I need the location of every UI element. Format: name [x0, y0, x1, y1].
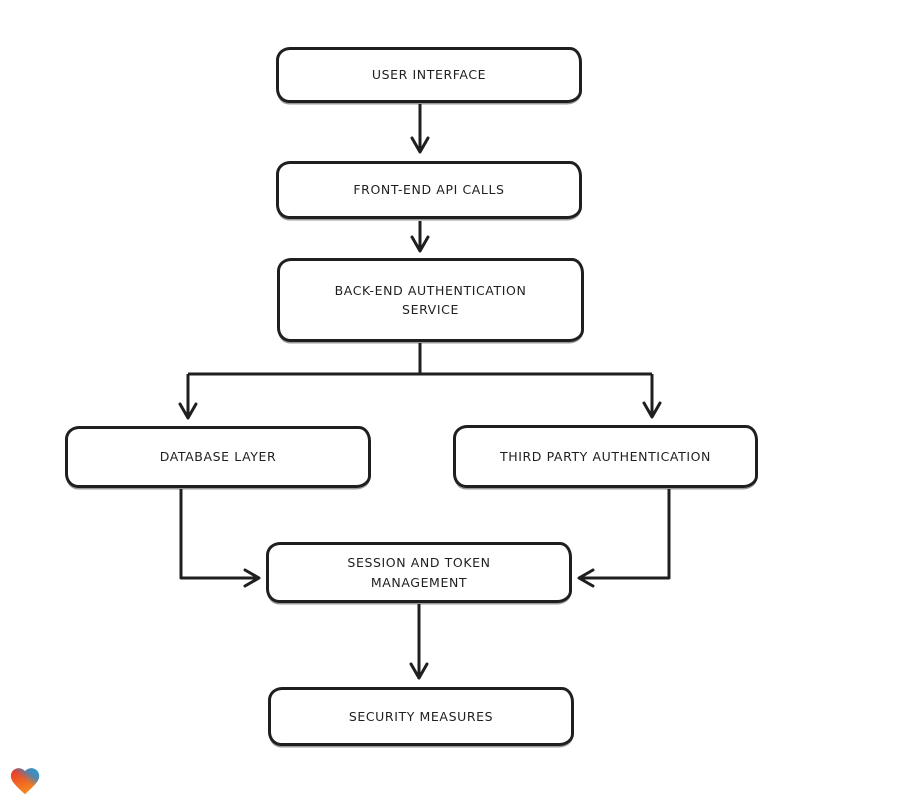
- edge-third-party-to-session: [577, 489, 671, 588]
- node-third-party-authentication-label: THIRD PARTY AUTHENTICATION: [499, 448, 712, 464]
- node-security-measures[interactable]: SECURITY MEASURES: [268, 687, 574, 746]
- node-database-layer-label: DATABASE LAYER: [159, 449, 277, 465]
- node-front-end-api-calls-label: FRONT-END API CALLS: [353, 182, 505, 198]
- node-back-end-authentication-service-label: BACK-END AUTHENTICATION SERVICE: [334, 282, 527, 317]
- eraser-heart-logo[interactable]: [8, 763, 42, 799]
- node-security-measures-label: SECURITY MEASURES: [348, 708, 494, 724]
- edge-back-end-branch-trunk: [188, 343, 652, 376]
- node-database-layer[interactable]: DATABASE LAYER: [65, 426, 371, 488]
- node-user-interface[interactable]: USER INTERFACE: [276, 47, 582, 103]
- node-third-party-authentication[interactable]: THIRD PARTY AUTHENTICATION: [453, 425, 758, 488]
- node-session-and-token-management-label: SESSION AND TOKEN MANAGEMENT: [347, 555, 491, 590]
- heart-icon: [10, 768, 40, 795]
- edge-database-to-session: [179, 489, 261, 588]
- node-user-interface-label: USER INTERFACE: [371, 67, 487, 83]
- node-session-and-token-management[interactable]: SESSION AND TOKEN MANAGEMENT: [266, 542, 572, 603]
- node-front-end-api-calls[interactable]: FRONT-END API CALLS: [276, 161, 582, 219]
- node-back-end-authentication-service[interactable]: BACK-END AUTHENTICATION SERVICE: [277, 258, 584, 342]
